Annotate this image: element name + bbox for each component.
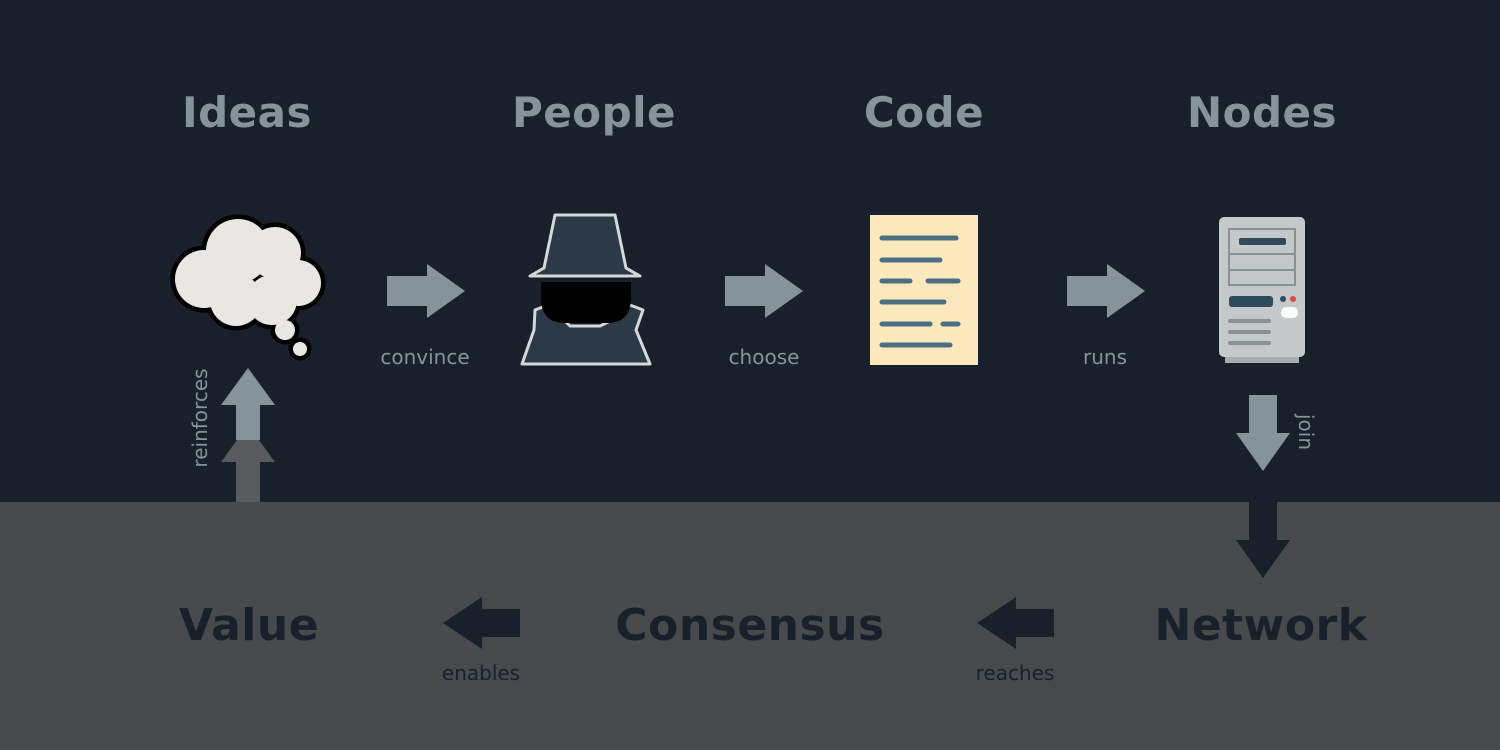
edge-label-convince: convince [380,345,470,369]
edge-label-choose: choose [728,345,800,369]
arrow-convince [387,264,465,318]
node-title-ideas: Ideas [181,88,313,137]
node-title-nodes: Nodes [1186,88,1338,137]
thought-cloud-icon [170,214,326,361]
edge-label-reaches: reaches [975,661,1055,685]
arrow-join [1236,395,1290,471]
node-title-people: People [511,88,677,137]
edge-label-reinforces: reinforces [188,368,212,468]
edge-label-runs: runs [1083,345,1127,369]
arrow-reinforces-upper [221,368,275,440]
edge-label-join: join [1294,413,1318,451]
node-title-consensus: Consensus [615,600,885,651]
arrow-runs [1067,264,1145,318]
arrow-enables [443,597,520,649]
node-title-network: Network [1154,600,1368,651]
arrow-reaches [977,597,1054,649]
arrow-choose [725,264,803,318]
spy-person-icon [520,213,652,366]
arrow-to-network [1236,502,1290,578]
document-icon [870,215,978,365]
arrow-reinforces-lower [221,425,275,502]
node-title-code: Code [863,88,985,137]
server-icon [1219,217,1305,363]
edge-label-enables: enables [441,661,521,685]
node-title-value: Value [178,600,320,651]
